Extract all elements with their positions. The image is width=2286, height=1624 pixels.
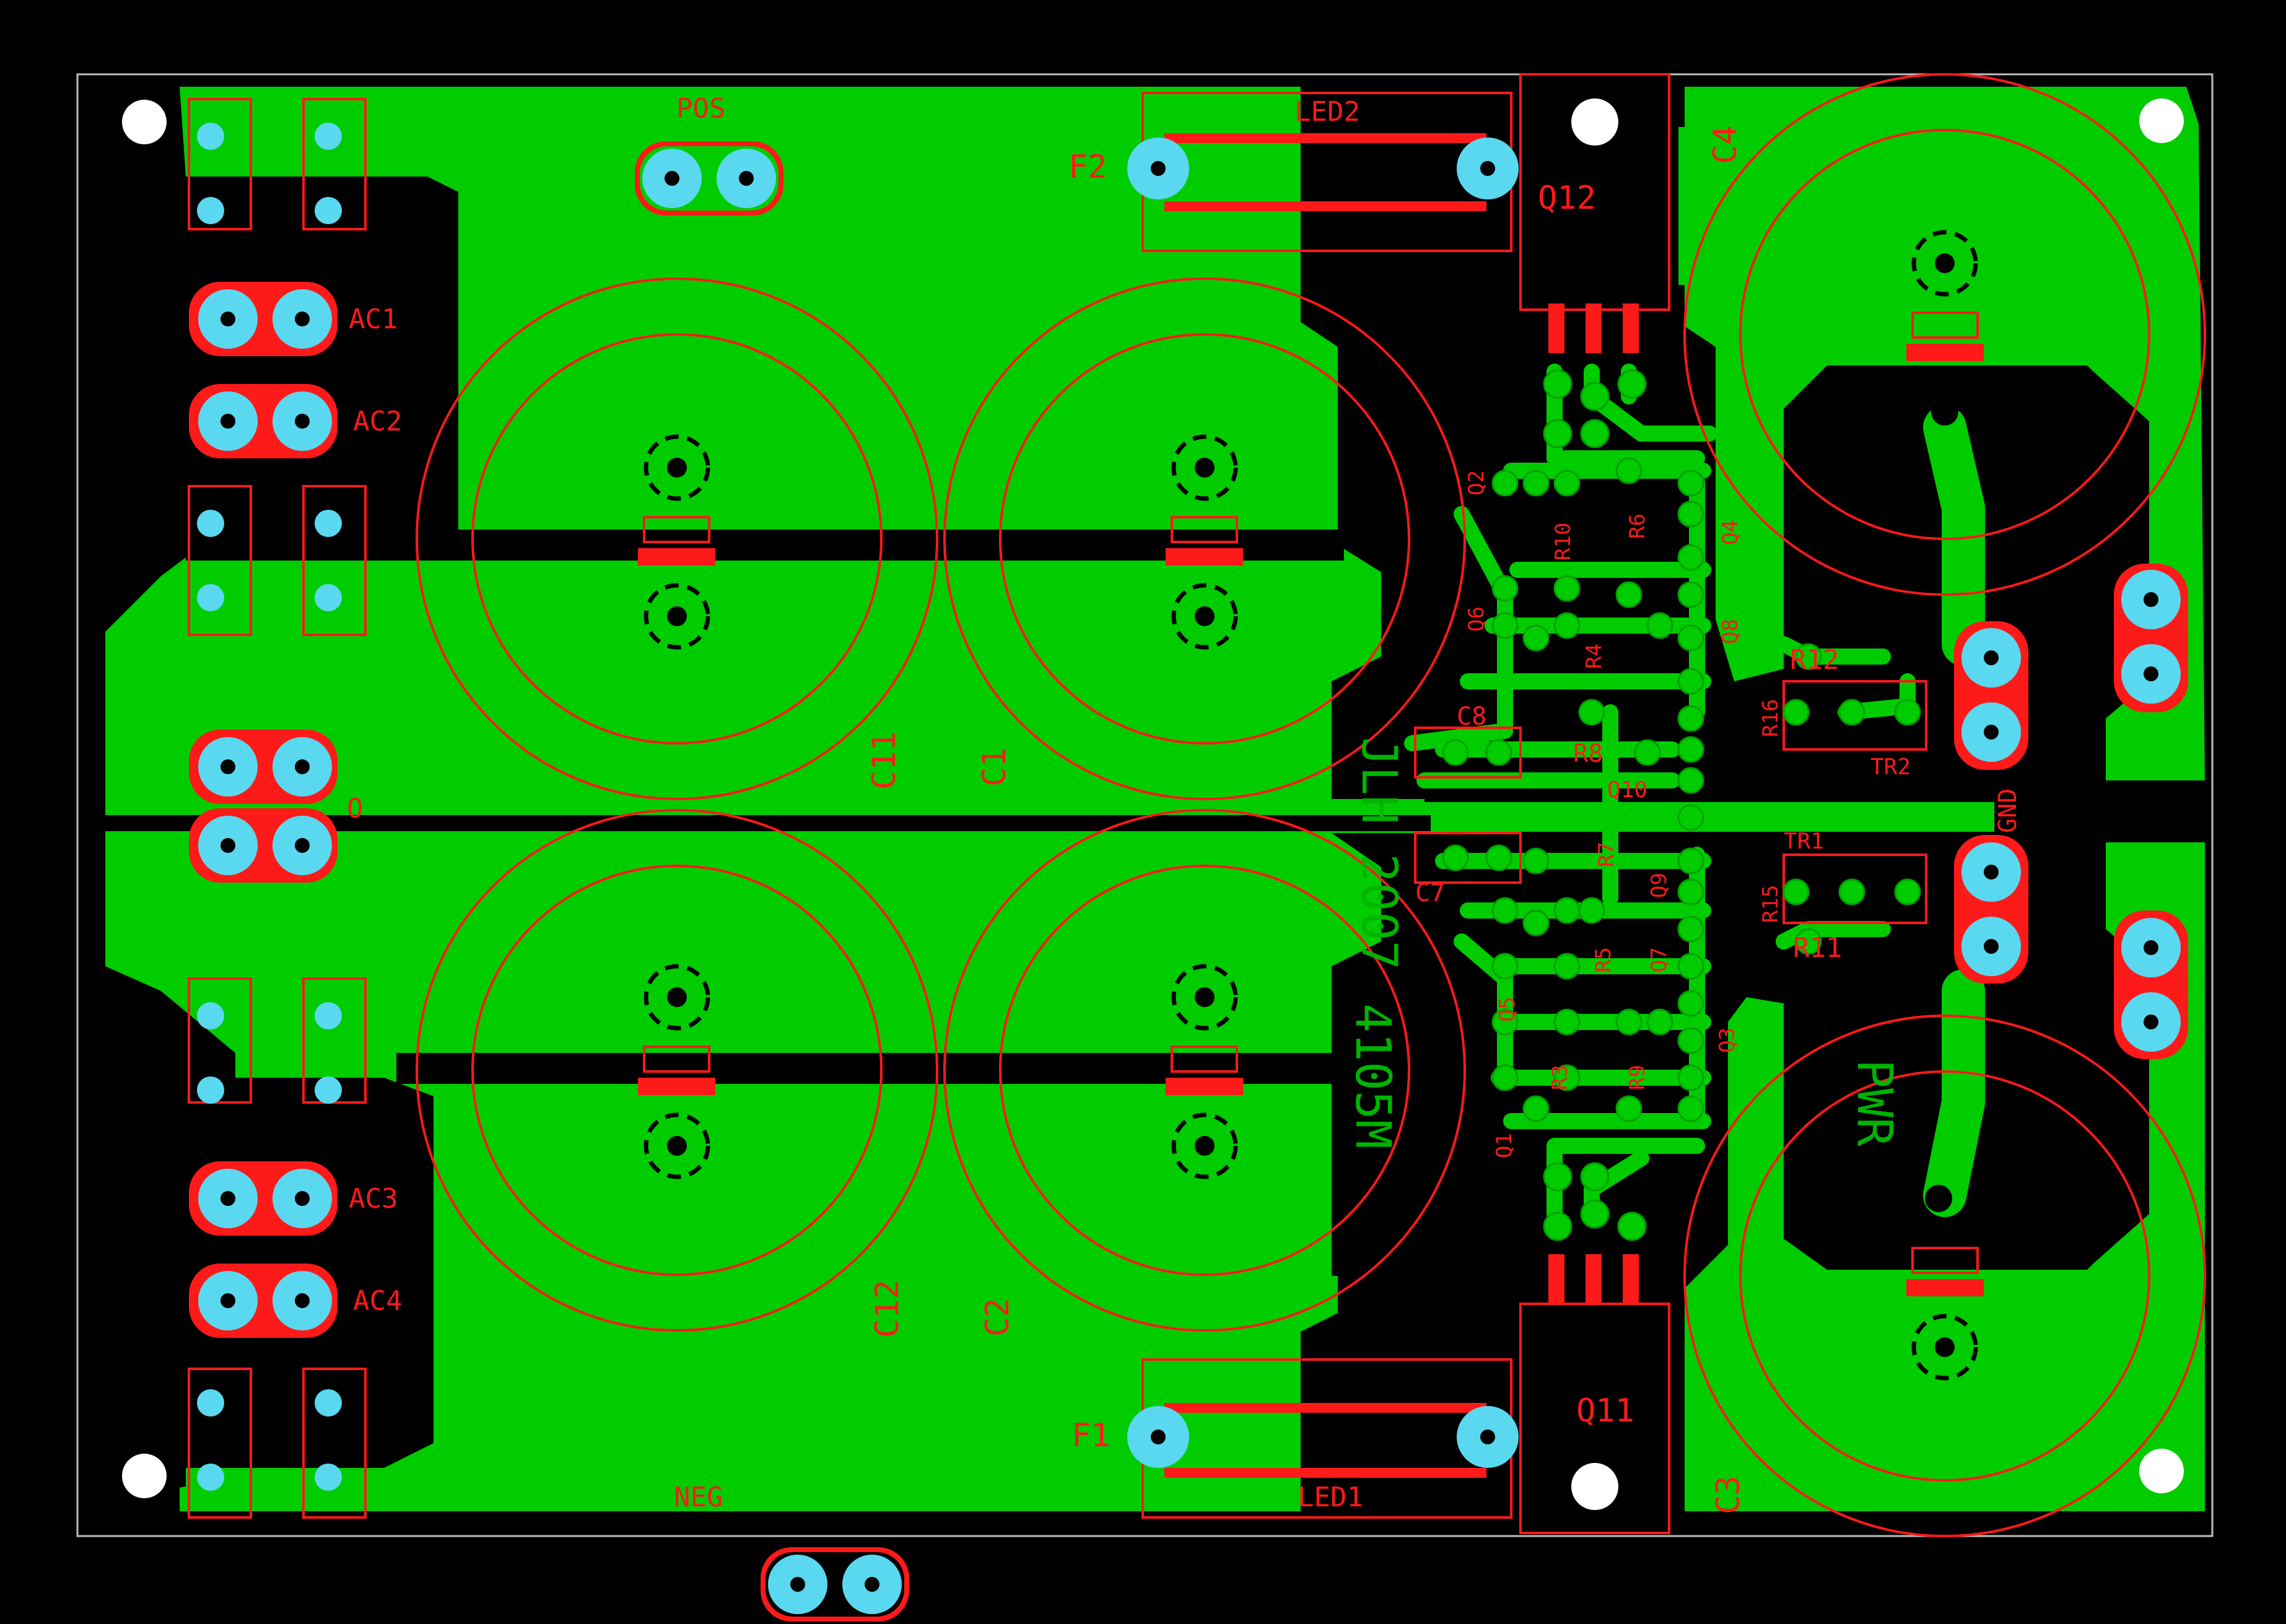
label-r16: R16	[1758, 699, 1783, 737]
label-ac4: AC4	[353, 1285, 402, 1317]
label-r12: R12	[1790, 644, 1839, 676]
cap-outline-c1	[943, 277, 1466, 800]
connector-pos	[635, 141, 783, 216]
label-tr2: TR2	[1870, 754, 1911, 780]
label-q11: Q11	[1576, 1392, 1634, 1430]
label-ac3: AC3	[349, 1183, 398, 1215]
label-r9: R9	[1625, 1065, 1650, 1090]
diode-pads	[197, 123, 342, 1491]
label-c12: C12	[869, 1280, 906, 1338]
label-c8: C8	[1457, 702, 1486, 731]
label-q2: Q2	[1464, 470, 1489, 495]
label-q10: Q10	[1607, 777, 1647, 803]
connector-out-top	[2114, 564, 2188, 712]
label-pos: POS	[676, 93, 725, 124]
label-c2: C2	[979, 1298, 1016, 1337]
copper-text-pwr: PWR	[1846, 1059, 1902, 1146]
connector-ac2	[189, 384, 338, 458]
label-q1: Q1	[1492, 1133, 1517, 1158]
label-q12: Q12	[1538, 180, 1596, 217]
label-q3: Q3	[1715, 1028, 1740, 1053]
connector-neg	[761, 1547, 909, 1622]
label-r15: R15	[1758, 885, 1783, 923]
cap-polarity-marks	[638, 133, 1984, 1478]
board-outline	[76, 73, 2214, 1537]
label-c4: C4	[1707, 125, 1744, 164]
label-tr1: TR1	[1784, 829, 1824, 854]
label-ac2: AC2	[353, 406, 402, 437]
cap-body-outlines	[643, 312, 1979, 1274]
label-r6: R6	[1625, 513, 1650, 539]
connector-ac1	[189, 282, 338, 356]
cap-outline-c11	[416, 277, 938, 800]
cap-outline-c2	[943, 809, 1466, 1332]
connector-pads	[189, 138, 2188, 1622]
copper-text-jlh: JLH 2007	[1351, 737, 1407, 970]
label-q6: Q6	[1464, 606, 1489, 632]
label-led2: LED2	[1294, 96, 1360, 128]
label-c1: C1	[976, 748, 1013, 787]
label-r3: R3	[1548, 1065, 1573, 1090]
connector-o	[189, 730, 338, 883]
connector-gnd-bottom	[1954, 835, 2028, 984]
cap-outline-c4	[1683, 73, 2206, 596]
label-r7: R7	[1594, 842, 1619, 867]
label-q5: Q5	[1495, 997, 1520, 1022]
center-component-pads	[1442, 369, 1921, 1241]
label-r5: R5	[1591, 947, 1616, 972]
cap-pads	[643, 230, 1978, 1381]
connector-gnd-top	[1954, 621, 2028, 770]
silkscreen-text: POS NEG AC1 AC2 O AC3 AC4 LED2 LED1 F2 F…	[347, 93, 2022, 1514]
label-q4: Q4	[1718, 520, 1743, 545]
label-r10: R10	[1551, 523, 1576, 561]
label-ac1: AC1	[349, 303, 398, 335]
mounting-holes	[122, 98, 2184, 1510]
connector-ac3	[189, 1161, 338, 1236]
label-r4: R4	[1582, 644, 1607, 669]
connector-ac4	[189, 1264, 338, 1338]
label-q9: Q9	[1647, 873, 1672, 898]
label-c11: C11	[866, 731, 903, 790]
label-f1: F1	[1071, 1417, 1110, 1454]
label-r11: R11	[1793, 932, 1842, 964]
label-f2: F2	[1068, 149, 1107, 186]
thick-traces	[1923, 406, 1985, 1217]
cap-outline-c3	[1683, 1015, 2206, 1537]
copper-text-model: 4105M	[1345, 1003, 1400, 1149]
label-led1: LED1	[1298, 1482, 1363, 1513]
label-q7: Q7	[1647, 947, 1672, 972]
label-gnd: GND	[1994, 788, 2022, 833]
label-r8: R8	[1573, 740, 1603, 768]
label-q8: Q8	[1718, 619, 1743, 644]
cap-outline-c12	[416, 809, 938, 1332]
connector-out-bottom	[2114, 910, 2188, 1059]
label-neg: NEG	[674, 1482, 723, 1513]
label-c3: C3	[1710, 1475, 1747, 1514]
label-o: O	[347, 793, 364, 824]
label-c7: C7	[1415, 879, 1445, 907]
